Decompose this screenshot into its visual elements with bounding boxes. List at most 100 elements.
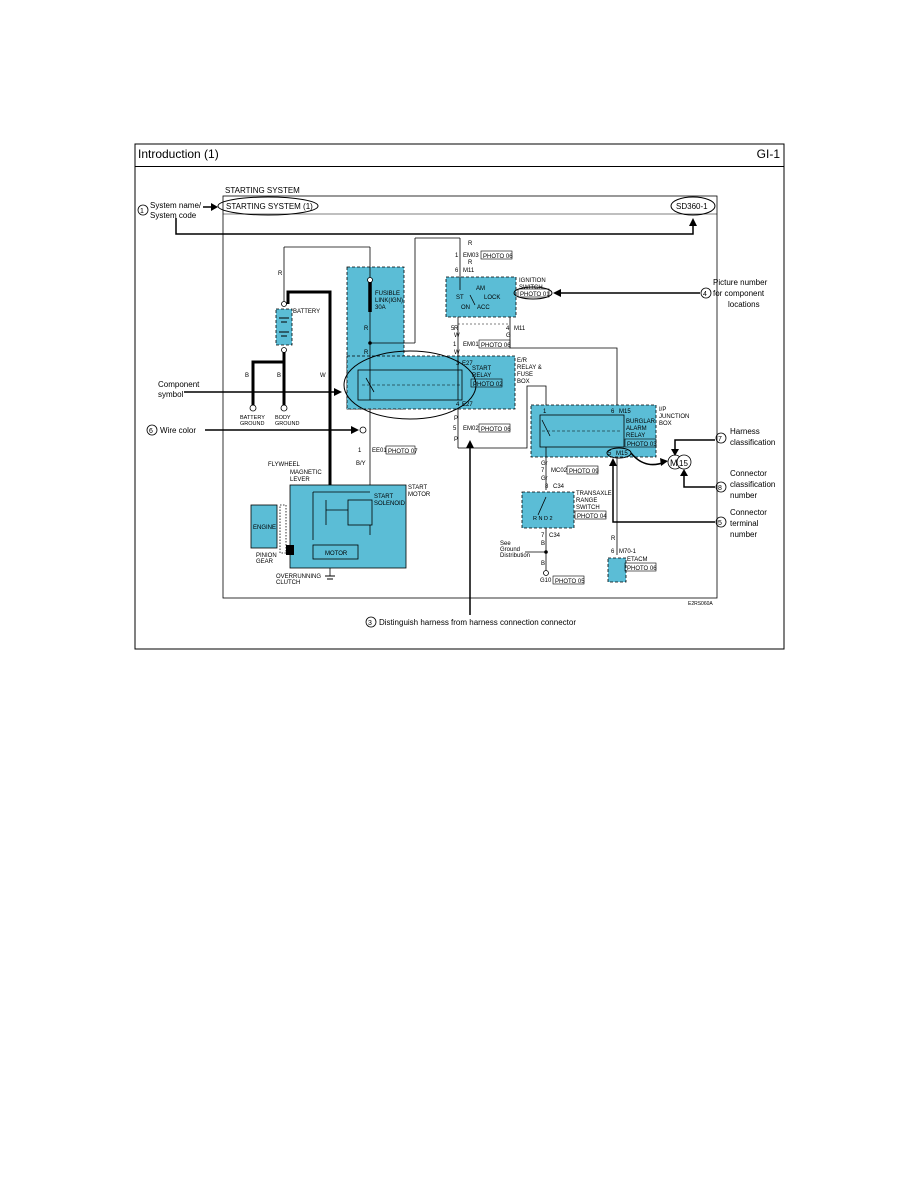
ign-on: ON — [461, 305, 470, 311]
er-box-label-4: BOX — [517, 379, 530, 385]
wire-r-fusible-1: R — [364, 326, 369, 332]
callout-5-circle — [715, 516, 727, 528]
m70-label: M70-1 — [619, 549, 637, 555]
trs-label-1: TRANSAXLE — [576, 491, 612, 497]
callout-6-num: 6 — [149, 428, 153, 435]
see-gd-2: Ground — [500, 547, 520, 553]
ign-acc: ACC — [477, 305, 490, 311]
ee01-pin: 1 — [358, 448, 362, 454]
mc02-pin: 7 — [541, 468, 545, 474]
photo-05-box — [552, 575, 585, 585]
start-motor-box — [289, 484, 407, 569]
callout-7-line2: classification — [730, 438, 775, 447]
wire-w-ign: W — [454, 333, 460, 339]
ignition-switch-box — [445, 276, 517, 318]
em01-pin: 1 — [453, 342, 457, 348]
figure-code: E2RS060A — [688, 601, 713, 607]
photo-07: PHOTO 07 — [388, 449, 418, 455]
system-code-ellipse — [670, 196, 716, 216]
callout-2-arrowhead — [334, 388, 342, 396]
wire-g-ign: G — [506, 333, 511, 339]
callout-6-circle — [146, 424, 158, 436]
wire-r-fusible-2: R — [364, 350, 369, 356]
photo-09: PHOTO 09 — [569, 469, 599, 475]
start-relay-label-2: RELAY — [472, 373, 491, 379]
wire-b-1: B — [245, 373, 249, 379]
engine-block — [250, 504, 278, 549]
photo-06d: PHOTO 06 — [627, 566, 657, 572]
wire-r-ign-1: R — [468, 241, 473, 247]
callout-4-circle — [700, 287, 712, 299]
wire-color-tag — [359, 426, 367, 434]
callout-6-arrowhead — [351, 426, 359, 434]
callout-1-line2: System code — [150, 211, 197, 220]
wire-b-4: B — [541, 561, 545, 567]
callout-7-line1: Harness — [730, 427, 760, 436]
wire-gr-2: Gr — [541, 476, 548, 482]
m11-top-pin: 6 — [455, 268, 459, 274]
etacm-box — [607, 557, 627, 583]
relay-to-burglar — [458, 385, 547, 449]
callout-7-num: 7 — [718, 436, 722, 443]
callout-4-line1: Picture number — [713, 278, 768, 287]
m15-label: M15 — [619, 409, 631, 415]
m15-curve-arrowhead — [660, 458, 668, 466]
c34-bot-label: C34 — [549, 533, 561, 539]
g10-label: G10 — [540, 578, 552, 584]
callout-3-num: 3 — [368, 620, 372, 627]
er-box-label-3: FUSE — [517, 372, 533, 378]
battery-ground-label-1: BATTERY — [240, 415, 265, 421]
photo-04: PHOTO 04 — [577, 514, 607, 520]
body-ground-label-1: BODY — [275, 415, 291, 421]
motor-label: MOTOR — [325, 551, 348, 557]
start-relay-inner — [357, 369, 463, 401]
c34-top-label: C34 — [553, 484, 565, 490]
transaxle-switch-box — [521, 491, 575, 529]
etacm-label: ETACM — [627, 557, 648, 563]
body-ground-symbol — [280, 404, 288, 412]
wire-w-etacm: R — [611, 536, 616, 542]
m15-pin-right: 6 — [611, 409, 615, 415]
start-motor-label-2: MOTOR — [408, 492, 431, 498]
callout-8-line3: number — [730, 491, 757, 500]
callout-3-arrowhead — [466, 440, 474, 448]
ign-switch-blade — [469, 294, 476, 306]
system-label-ellipse — [217, 196, 319, 216]
photo-07-box — [385, 445, 416, 455]
section-title: STARTING SYSTEM — [225, 186, 300, 195]
photo-06a: PHOTO 06 — [483, 254, 513, 260]
callout-1-line1: System name/ — [150, 201, 202, 210]
wire-by: B/Y — [356, 461, 366, 467]
burglar-contact — [541, 419, 551, 437]
fusible-label-1: FUSIBLE — [375, 291, 400, 297]
mc02-label: MC02 — [551, 468, 568, 474]
photo-02-box — [470, 378, 503, 388]
solenoid-label-1: START — [374, 494, 393, 500]
ignition-label-1: IGNITION — [519, 278, 546, 284]
callout-8-arrow — [683, 473, 715, 488]
trs-blade — [537, 496, 547, 516]
callout-3-circle — [365, 616, 377, 628]
ign-lock: LOCK — [484, 295, 500, 301]
photo-06b: PHOTO 06 — [481, 343, 511, 349]
m70-pin: 6 — [611, 549, 615, 555]
page-frame — [134, 143, 785, 650]
trs-label-3: SWITCH — [576, 505, 600, 511]
callout-7-circle — [715, 432, 727, 444]
battery-body — [275, 308, 293, 346]
see-gd-1: See — [500, 541, 511, 547]
fusible-top-node — [367, 277, 373, 283]
callout-1-circle — [137, 204, 149, 216]
system-code: SD360-1 — [676, 202, 708, 211]
relay-contact — [365, 377, 375, 393]
fusible-label-3: 30A — [375, 305, 386, 311]
wire-p-2: P — [454, 437, 458, 443]
c34-bot-pin: 7 — [541, 533, 545, 539]
callout-7-arrow — [674, 439, 715, 452]
callout-1-num: 1 — [140, 208, 144, 215]
page-title: Introduction (1) — [138, 147, 219, 161]
callout-1-arrowhead — [211, 203, 218, 211]
burglar-label-3: RELAY — [626, 433, 645, 439]
em02-pin: 5 — [453, 426, 457, 432]
